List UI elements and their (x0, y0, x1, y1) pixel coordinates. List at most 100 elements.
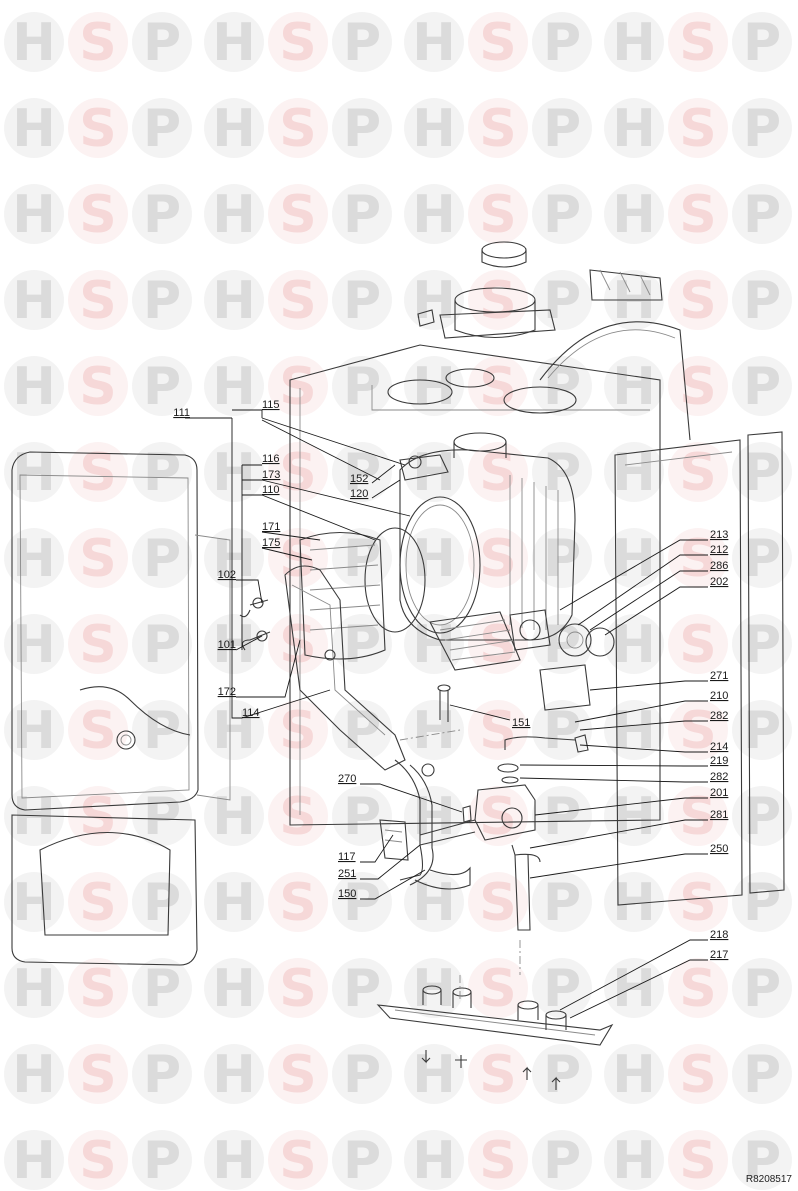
watermark-letter: S (79, 271, 116, 331)
watermark-disc (4, 1130, 64, 1190)
watermark-letter: P (143, 443, 181, 503)
watermark-letter: P (143, 185, 181, 245)
part-label-281[interactable]: 281 (710, 809, 728, 821)
part-label-173[interactable]: 173 (262, 469, 280, 481)
part-label-282a[interactable]: 282 (710, 710, 728, 722)
watermark-letter: P (343, 357, 381, 417)
watermark-letter: H (412, 1131, 456, 1191)
watermark-disc (68, 700, 128, 760)
watermark-letter: S (479, 185, 516, 245)
watermark-letter: P (543, 443, 581, 503)
watermark-letter: P (743, 271, 781, 331)
part-label-251[interactable]: 251 (338, 868, 356, 880)
part-label-171[interactable]: 171 (262, 521, 280, 533)
watermark-letter: P (543, 1131, 581, 1191)
watermark-disc (332, 184, 392, 244)
watermark-disc (68, 12, 128, 72)
part-label-152[interactable]: 152 (350, 473, 368, 485)
part-label-111[interactable]: 111 (173, 407, 190, 419)
watermark-letter: P (743, 13, 781, 73)
watermark-disc (668, 270, 728, 330)
watermark-disc (68, 270, 128, 330)
watermark-disc (404, 786, 464, 846)
part-label-214[interactable]: 214 (710, 741, 728, 753)
watermark-letter: S (679, 99, 716, 159)
watermark-disc (668, 184, 728, 244)
watermark-letter: P (543, 1045, 581, 1105)
part-label-270[interactable]: 270 (338, 773, 356, 785)
part-label-150[interactable]: 150 (338, 888, 356, 900)
part-label-271[interactable]: 271 (710, 670, 728, 682)
watermark-disc (268, 958, 328, 1018)
watermark-disc (404, 1044, 464, 1104)
part-label-114[interactable]: 114 (242, 707, 260, 719)
part-label-116[interactable]: 116 (262, 453, 280, 465)
watermark-letter: H (212, 787, 256, 847)
part-label-151[interactable]: 151 (512, 717, 530, 729)
watermark-letter: S (479, 959, 516, 1019)
watermark-disc (604, 1130, 664, 1190)
part-label-286[interactable]: 286 (710, 560, 728, 572)
part-label-217[interactable]: 217 (710, 949, 728, 961)
watermark-disc (68, 1130, 128, 1190)
watermark-letter: P (743, 1131, 781, 1191)
label-leader-lines (185, 409, 708, 1019)
watermark-disc (468, 1044, 528, 1104)
watermark-letter: H (612, 529, 656, 589)
watermark-letter: H (612, 701, 656, 761)
watermark-letter: P (543, 271, 581, 331)
part-label-282b[interactable]: 282 (710, 771, 728, 783)
part-label-172[interactable]: 172 (218, 686, 236, 698)
watermark-letter: H (212, 443, 256, 503)
watermark-letter: H (612, 443, 656, 503)
part-label-175[interactable]: 175 (262, 537, 280, 549)
watermark-disc (4, 356, 64, 416)
assembly-axes (399, 729, 521, 1000)
watermark-disc (604, 356, 664, 416)
part-label-101[interactable]: 101 (218, 639, 236, 651)
watermark-disc (268, 270, 328, 330)
part-label-117[interactable]: 117 (338, 851, 356, 863)
part-label-115[interactable]: 115 (262, 399, 280, 411)
watermark-disc (668, 356, 728, 416)
part-label-202[interactable]: 202 (710, 576, 728, 588)
part-label-110[interactable]: 110 (262, 484, 280, 496)
watermark-disc (68, 614, 128, 674)
watermark-letter: H (412, 13, 456, 73)
watermark-letter: H (12, 701, 56, 761)
part-label-218[interactable]: 218 (710, 929, 728, 941)
watermark-letter: S (679, 443, 716, 503)
part-label-212[interactable]: 212 (710, 544, 728, 556)
watermark-letter: H (12, 1131, 56, 1191)
watermark-letter: H (412, 185, 456, 245)
watermark-disc (268, 12, 328, 72)
watermark-letter: P (343, 615, 381, 675)
watermark-letter: P (543, 873, 581, 933)
watermark-disc (604, 528, 664, 588)
watermark-disc (204, 184, 264, 244)
watermark-disc (68, 1044, 128, 1104)
watermark-letter: S (679, 1131, 716, 1191)
watermark-disc (332, 12, 392, 72)
part-label-219[interactable]: 219 (710, 755, 728, 767)
part-label-102[interactable]: 102 (218, 569, 236, 581)
part-label-120[interactable]: 120 (350, 488, 368, 500)
part-label-250[interactable]: 250 (710, 843, 728, 855)
watermark-letter: P (543, 701, 581, 761)
part-label-210[interactable]: 210 (710, 690, 728, 702)
watermark-disc (532, 184, 592, 244)
watermark-disc (732, 442, 792, 502)
watermark-letter: P (343, 1045, 381, 1105)
watermark-disc (604, 786, 664, 846)
watermark-letter: H (212, 357, 256, 417)
watermark-letter: P (743, 357, 781, 417)
watermark-disc (332, 700, 392, 760)
watermark-disc (268, 700, 328, 760)
watermark-letter: S (279, 701, 316, 761)
chassis-frame (289, 321, 691, 826)
part-label-201[interactable]: 201 (710, 787, 728, 799)
watermark-disc (668, 958, 728, 1018)
part-label-213[interactable]: 213 (710, 529, 728, 541)
watermark-disc (204, 270, 264, 330)
